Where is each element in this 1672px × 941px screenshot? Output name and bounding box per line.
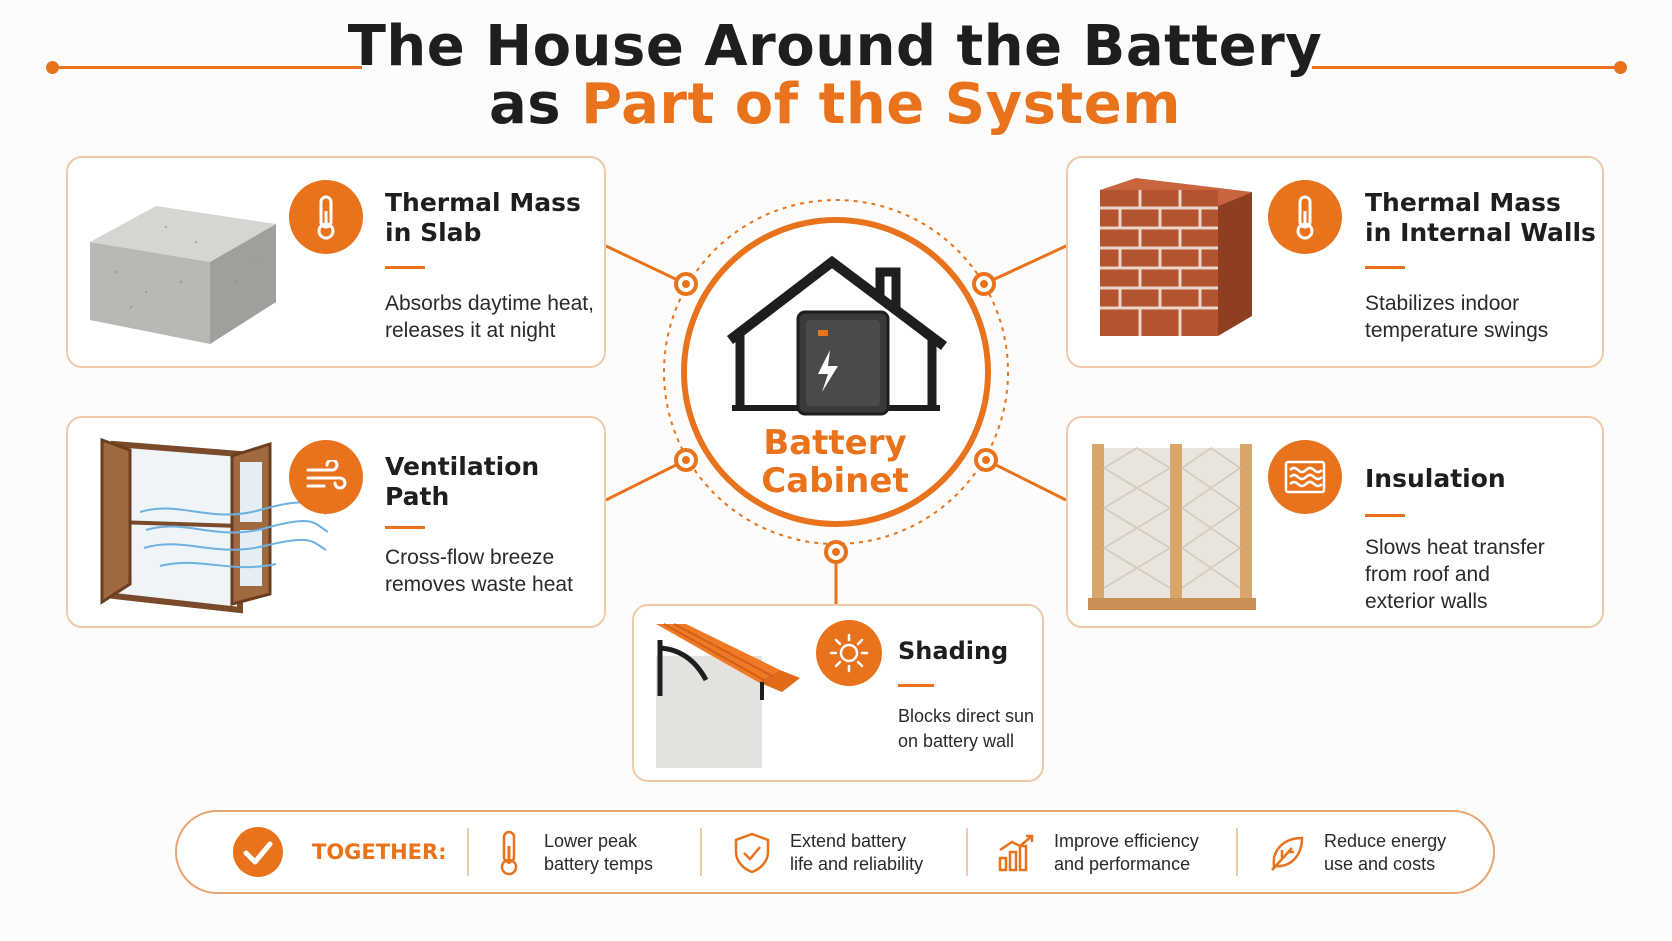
together-item-3-line-2: and performance	[1054, 854, 1191, 874]
card-ventilation-title-line-2: Path	[385, 482, 450, 511]
card-insulation-rule	[1365, 514, 1405, 517]
together-item-3-line-1: Improve efficiency	[1054, 831, 1199, 851]
bar-separator	[1236, 828, 1238, 876]
card-slab-rule	[385, 266, 425, 269]
wind-icon	[289, 440, 363, 514]
check-circle-icon	[233, 827, 283, 877]
card-walls-desc-line-2: temperature swings	[1365, 319, 1549, 342]
card-shading-title-line-1: Shading	[898, 637, 1009, 665]
title-line-2: as Part of the System	[330, 76, 1340, 134]
card-shading-description: Blocks direct sun on battery wall	[898, 704, 1034, 754]
together-item-4: Reduce energy use and costs	[1324, 830, 1446, 876]
brick-wall-image	[1100, 178, 1252, 336]
connector-insulation	[985, 458, 1067, 502]
connector-walls	[983, 244, 1067, 286]
bar-separator	[467, 828, 469, 876]
card-slab-desc-line-2: releases it at night	[385, 319, 556, 342]
together-item-1-line-1: Lower peak	[544, 831, 638, 851]
card-ventilation-title: Ventilation Path	[385, 452, 539, 512]
bar-separator	[700, 828, 702, 876]
card-insulation-description: Slows heat transfer from roof and exteri…	[1365, 534, 1545, 615]
card-ventilation-desc-line-2: removes waste heat	[385, 573, 573, 596]
connector-slab	[605, 244, 687, 286]
card-insulation-title-line-1: Insulation	[1365, 464, 1506, 493]
together-item-4-line-1: Reduce energy	[1324, 831, 1447, 851]
thermometer-icon	[500, 830, 518, 876]
title-rule-right	[1312, 66, 1620, 69]
together-item-2: Extend battery life and reliability	[790, 830, 923, 876]
bar-separator	[966, 828, 968, 876]
card-slab-description: Absorbs daytime heat, releases it at nig…	[385, 290, 594, 344]
center-label-line-1: Battery	[763, 423, 907, 463]
card-walls-rule	[1365, 266, 1405, 269]
card-walls-desc-line-1: Stabilizes indoor	[1365, 292, 1520, 315]
card-shading-rule	[898, 684, 934, 687]
card-walls-title-line-1: Thermal Mass	[1365, 188, 1561, 217]
title-dot-right	[1614, 61, 1627, 74]
insulation-wall-image	[1088, 444, 1256, 610]
together-item-2-line-2: life and reliability	[790, 854, 924, 874]
title-line-1: The House Around the Battery	[347, 14, 1323, 79]
chart-up-icon	[998, 834, 1034, 872]
card-ventilation-desc-line-1: Cross-flow breeze	[385, 546, 555, 569]
leaf-icon	[1271, 836, 1304, 871]
together-label: TOGETHER:	[312, 840, 447, 864]
shield-check-icon	[734, 832, 770, 874]
page-title: The House Around the Battery as Part of …	[330, 18, 1340, 134]
together-bar	[175, 810, 1495, 894]
title-rule-left	[52, 66, 362, 69]
card-insulation-title: Insulation	[1365, 464, 1506, 494]
center-label-line-2: Cabinet	[761, 461, 909, 501]
card-insulation-desc-line-2: from roof and	[1365, 563, 1490, 586]
together-item-1: Lower peak battery temps	[544, 830, 653, 876]
card-slab-title: Thermal Mass in Slab	[385, 188, 581, 248]
card-insulation-desc-line-1: Slows heat transfer	[1365, 536, 1545, 559]
card-shading-title: Shading	[898, 636, 1008, 666]
card-walls-title: Thermal Mass in Internal Walls	[1365, 188, 1596, 248]
card-slab-title-line-2: in Slab	[385, 218, 482, 247]
connector-nodes	[674, 272, 998, 564]
title-line-2-accent: Part of the System	[581, 72, 1182, 137]
card-shading-desc-line-2: on battery wall	[898, 731, 1015, 751]
sun-icon	[816, 620, 882, 686]
connector-ventilation	[605, 458, 687, 502]
card-ventilation-rule	[385, 526, 425, 529]
card-ventilation-description: Cross-flow breeze removes waste heat	[385, 544, 573, 598]
thermometer-icon	[1268, 180, 1342, 254]
concrete-slab-image	[90, 206, 276, 344]
together-item-2-line-1: Extend battery	[790, 831, 907, 851]
battery-cabinet-label: Battery Cabinet	[730, 424, 940, 500]
card-shading-desc-line-1: Blocks direct sun	[898, 706, 1035, 726]
insulation-icon	[1268, 440, 1342, 514]
card-walls-title-line-2: in Internal Walls	[1365, 218, 1596, 247]
card-slab-desc-line-1: Absorbs daytime heat,	[385, 292, 594, 315]
card-walls-description: Stabilizes indoor temperature swings	[1365, 290, 1548, 344]
together-item-3: Improve efficiency and performance	[1054, 830, 1199, 876]
card-ventilation-title-line-1: Ventilation	[385, 452, 540, 481]
together-item-4-line-2: use and costs	[1324, 854, 1436, 874]
together-item-1-line-2: battery temps	[544, 854, 654, 874]
house-battery-icon	[726, 255, 947, 416]
awning-image	[656, 623, 800, 768]
thermometer-icon	[289, 180, 363, 254]
title-line-2-plain: as	[488, 72, 582, 137]
title-dot-left	[46, 61, 59, 74]
card-insulation-desc-line-3: exterior walls	[1365, 590, 1488, 613]
card-slab-title-line-1: Thermal Mass	[385, 188, 581, 217]
